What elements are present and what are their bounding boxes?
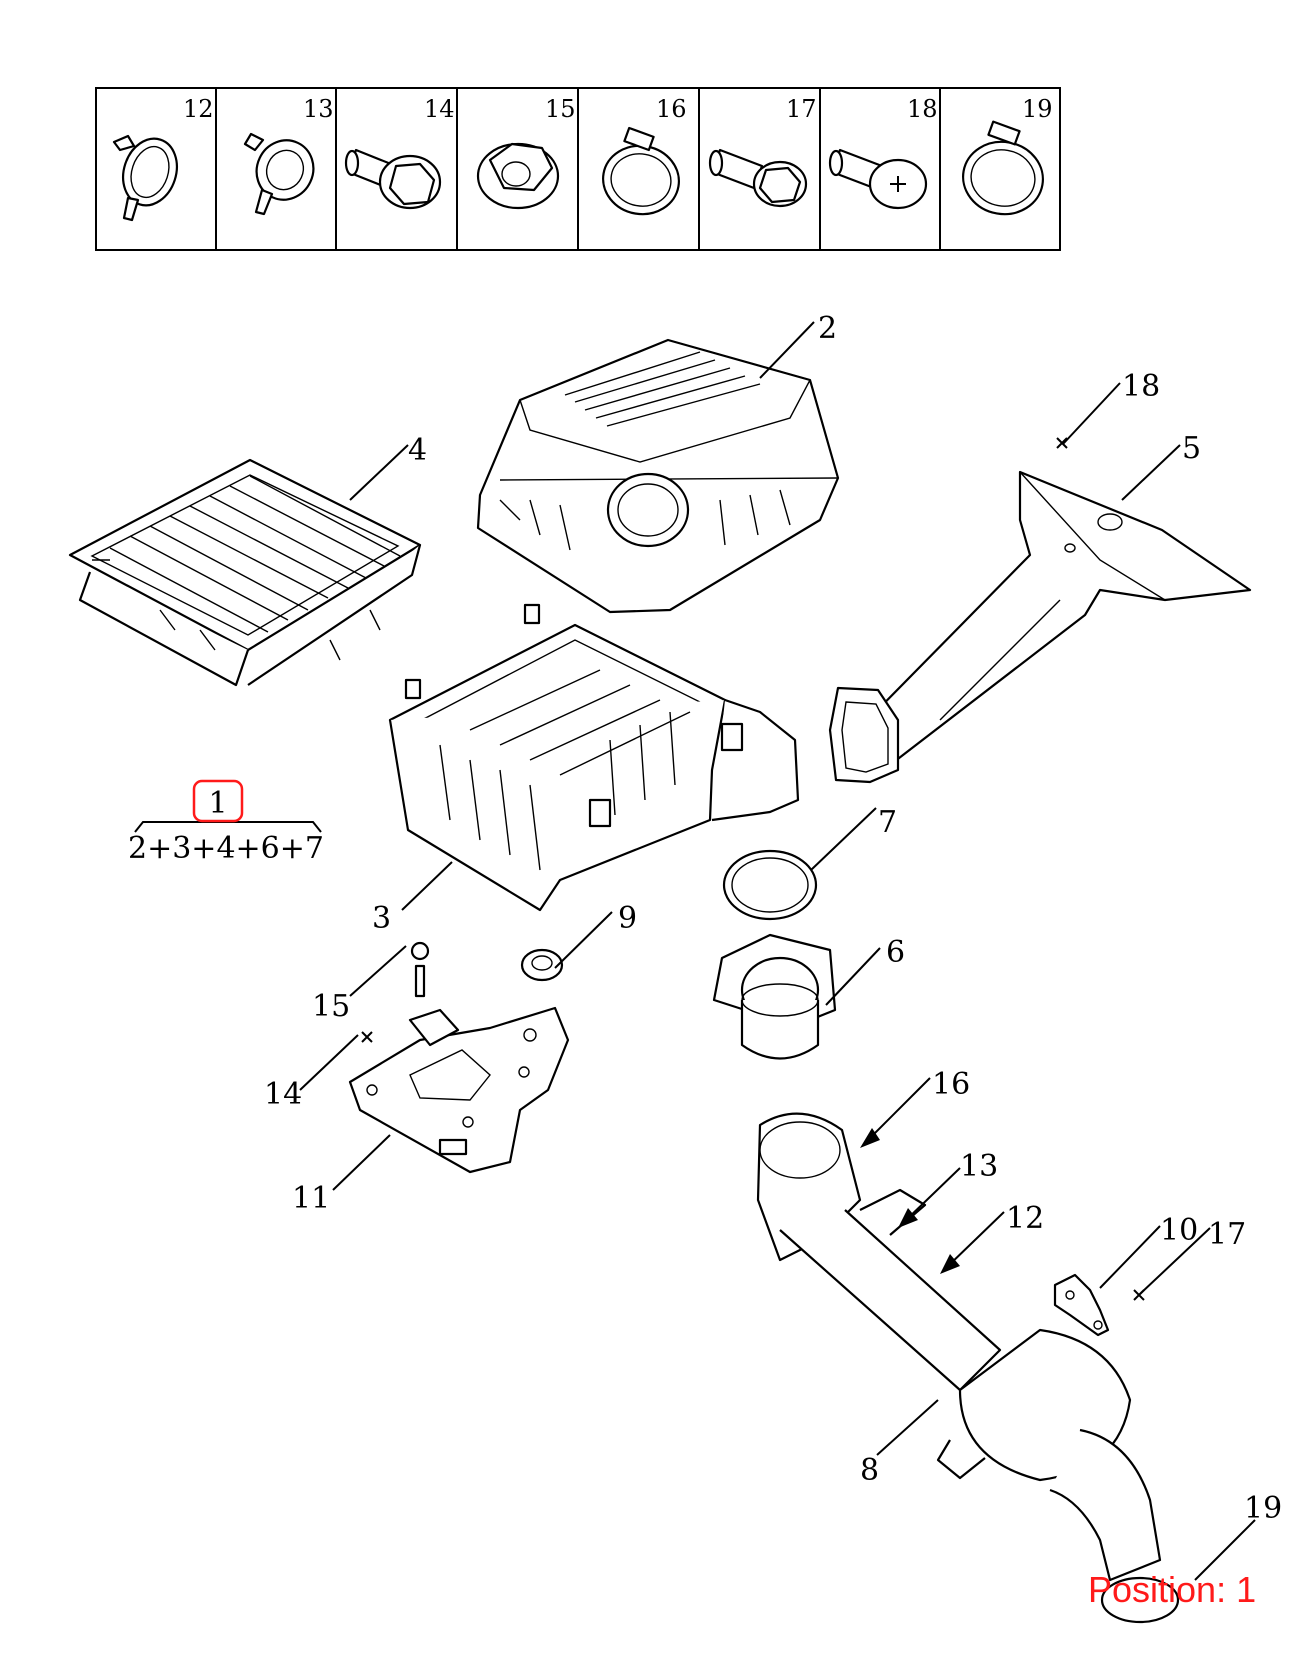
leader-arrowheads: [860, 1128, 960, 1274]
hose-clamp-icon: [602, 126, 680, 216]
callout-13: 13: [960, 1149, 998, 1184]
callout-3: 3: [372, 901, 391, 936]
assembly-number-highlight: [192, 779, 244, 823]
callout-2: 2: [818, 311, 837, 346]
legend-cell-17-number: 17: [786, 95, 817, 123]
legend-cell-18-number: 18: [907, 95, 938, 123]
callout-17: 17: [1208, 1217, 1246, 1252]
hex-nut-icon: [476, 142, 560, 210]
spring-clamp-tab-icon: [243, 132, 315, 216]
callout-15: 15: [312, 989, 350, 1024]
hose-clamp-large-icon: [962, 120, 1044, 216]
callout-8: 8: [860, 1453, 879, 1488]
callout-5: 5: [1182, 431, 1201, 466]
callout-19: 19: [1244, 1491, 1282, 1526]
legend-cell-19-number: 19: [1022, 95, 1053, 123]
callout-12: 12: [1006, 1201, 1044, 1236]
legend-cell-15-number: 15: [545, 95, 576, 123]
upper-housing-part: [476, 338, 840, 614]
o-ring-part: [722, 849, 818, 921]
legend-cell-13-number: 13: [303, 95, 334, 123]
legend-cell-16-number: 16: [656, 95, 687, 123]
collar-part: [410, 941, 430, 961]
bolt-icon: [708, 148, 808, 208]
callout-10: 10: [1160, 1213, 1198, 1248]
callout-9: 9: [618, 901, 637, 936]
intake-duct-part: [828, 470, 1252, 784]
assembly-formula: 2+3+4+6+7: [128, 831, 324, 866]
callout-16: 16: [932, 1067, 970, 1102]
callout-18: 18: [1122, 369, 1160, 404]
callout-7: 7: [878, 805, 897, 840]
air-filter-part: [68, 458, 422, 687]
intake-hose-part: [756, 1112, 1180, 1624]
bracket-plate-part: [348, 1006, 570, 1174]
leader-lines: [134, 321, 1256, 1581]
bolt-position-markers: [361, 437, 1145, 1301]
cross-head-screw-icon: [828, 148, 928, 210]
callout-6: 6: [886, 935, 905, 970]
flange-bolt-icon: [344, 148, 442, 210]
legend-cell-12-number: 12: [183, 95, 214, 123]
grommet-part: [520, 948, 564, 982]
callout-14: 14: [264, 1077, 302, 1112]
spring-clamp-icon: [112, 134, 178, 222]
callout-4: 4: [408, 433, 427, 468]
inlet-adapter-part: [712, 933, 837, 1060]
position-label: Position: 1: [1088, 1569, 1256, 1610]
lower-housing-part: [388, 603, 800, 912]
pin-part: [414, 964, 426, 998]
parts-legend-table: 12 13 14 15 16 17 18 19: [95, 87, 1061, 251]
callout-11: 11: [292, 1181, 330, 1216]
assembly-number: 1: [208, 786, 227, 821]
small-bracket-part: [1053, 1273, 1110, 1337]
legend-cell-14-number: 14: [424, 95, 455, 123]
